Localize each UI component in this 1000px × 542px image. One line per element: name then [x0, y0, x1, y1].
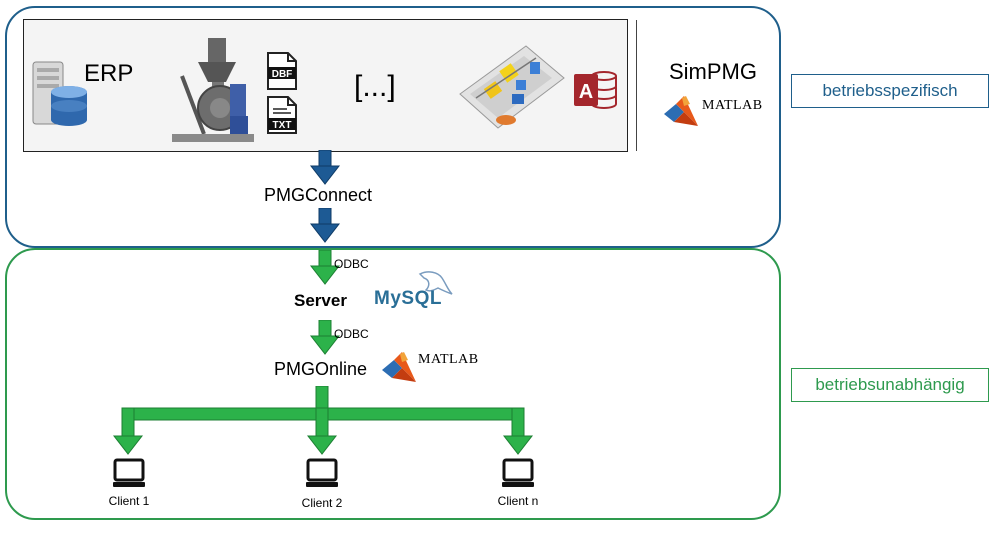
odbc-label-1: ODBC [334, 257, 369, 271]
server-label: Server [294, 291, 347, 310]
distribution-arrows [112, 386, 534, 455]
computer-icon [113, 458, 145, 487]
computer-icon [502, 458, 534, 487]
simpmg-label: SimPMG [669, 59, 757, 84]
computer-icon [306, 458, 338, 487]
label-company-specific: betriebsspezifisch [791, 74, 989, 108]
mysql-dolphin-icon: MySQL [374, 271, 453, 309]
matlab-icon [664, 96, 698, 126]
erp-label: ERP [84, 60, 134, 87]
separator-line [636, 20, 637, 151]
client-1-label: Client 1 [108, 494, 150, 508]
label-company-independent: betriebsunabhängig [791, 368, 989, 402]
pmgconnect-label: PMGConnect [264, 185, 373, 205]
txt-file-icon: TXT [267, 96, 297, 134]
machine-icon [172, 38, 254, 142]
machine-model-icon [459, 45, 565, 129]
client-n-label: Client n [497, 494, 539, 508]
access-letter: A [579, 81, 593, 103]
ellipsis-label: [...] [354, 70, 396, 103]
dbf-file-label: DBF [272, 69, 293, 80]
pmgonline-label: PMGOnline [274, 359, 368, 379]
dbf-file-icon: DBF [267, 52, 297, 90]
odbc-label-2: ODBC [334, 327, 369, 341]
arrow-sources-to-connect [309, 150, 341, 185]
mysql-label: MySQL [374, 288, 442, 309]
arrow-to-server [309, 250, 341, 285]
client-2-label: Client 2 [301, 496, 343, 510]
txt-file-label: TXT [273, 120, 292, 131]
pmgonline-matlab-label: MATLAB [418, 352, 479, 367]
simpmg-matlab-label: MATLAB [702, 98, 763, 113]
access-icon: A [574, 71, 617, 109]
arrow-connect-down [309, 208, 341, 243]
arrow-server-to-online [309, 320, 341, 355]
database-server-icon [32, 61, 87, 126]
matlab-icon [382, 352, 416, 382]
